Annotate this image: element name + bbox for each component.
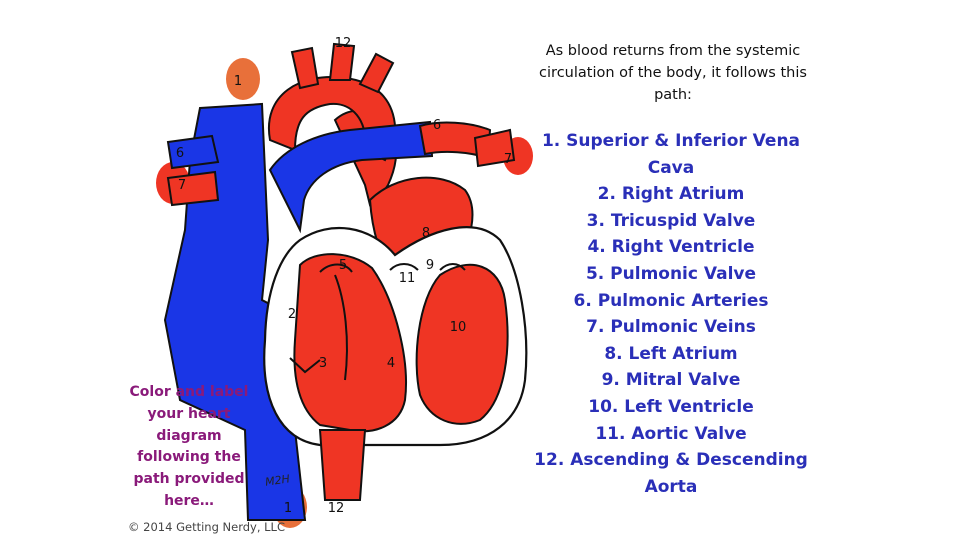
instruction-text: Color and label your heart diagram follo… bbox=[129, 384, 249, 509]
label-7-right: 7 bbox=[504, 152, 512, 167]
path-step-12: 12. Ascending & Descending Aorta bbox=[534, 450, 808, 497]
path-step-9: 9. Mitral Valve bbox=[601, 370, 741, 391]
tricuspid-valve bbox=[289, 357, 321, 374]
pulmonary-trunk bbox=[268, 120, 434, 234]
path-step-8: 8. Left Atrium bbox=[604, 343, 738, 364]
path-step-2: 2. Right Atrium bbox=[597, 184, 745, 205]
pulmonary-artery-left bbox=[166, 134, 220, 170]
path-step-5: 5. Pulmonic Valve bbox=[585, 263, 757, 284]
aorta-branch-2 bbox=[328, 42, 356, 81]
label-1-top: 1 bbox=[234, 74, 242, 89]
label-10: 10 bbox=[450, 320, 467, 335]
label-9: 9 bbox=[426, 258, 434, 273]
septum-line bbox=[334, 274, 348, 381]
left-ventricle bbox=[415, 263, 509, 425]
label-6-left: 6 bbox=[176, 146, 184, 161]
copyright-notice: © 2014 Getting Nerdy, LLC bbox=[128, 520, 285, 534]
pulmonic-valve bbox=[319, 263, 353, 273]
label-2: 2 bbox=[288, 307, 296, 322]
path-step-7: 7. Pulmonic Veins bbox=[586, 317, 756, 338]
path-step-11: 11. Aortic Valve bbox=[595, 423, 747, 444]
aortic-valve bbox=[389, 263, 419, 271]
right-ventricle bbox=[293, 253, 407, 433]
path-step-10: 10. Left Ventricle bbox=[588, 396, 754, 417]
label-6-right: 6 bbox=[433, 118, 441, 133]
mitral-valve bbox=[439, 263, 466, 271]
label-5: 5 bbox=[339, 258, 347, 273]
label-8: 8 bbox=[422, 226, 430, 241]
label-12-top: 12 bbox=[335, 36, 352, 51]
pulmonary-vein-left bbox=[166, 170, 220, 207]
path-step-4: 4. Right Ventricle bbox=[587, 237, 755, 258]
label-1-bottom: 1 bbox=[284, 501, 292, 516]
path-step-3: 3. Tricuspid Valve bbox=[586, 210, 756, 231]
label-7-left: 7 bbox=[178, 178, 186, 193]
aorta-branch-1 bbox=[290, 46, 320, 90]
label-11: 11 bbox=[399, 271, 416, 286]
path-step-6: 6. Pulmonic Arteries bbox=[573, 290, 769, 311]
badge-1-top bbox=[226, 58, 260, 100]
label-3: 3 bbox=[319, 356, 327, 371]
intro-text: As blood returns from the systemic circu… bbox=[539, 43, 807, 103]
descending-aorta-lower bbox=[318, 429, 367, 501]
artist-signature: M2H bbox=[264, 472, 290, 488]
pulmonary-vein-right bbox=[473, 128, 516, 168]
aorta-branch-3 bbox=[358, 52, 395, 94]
blood-flow-path-list: 1. Superior & Inferior Vena Cava 2. Righ… bbox=[520, 128, 822, 500]
label-12-bottom: 12 bbox=[328, 501, 345, 516]
right-atrium-vena-cava bbox=[163, 102, 307, 521]
path-step-1: 1. Superior & Inferior Vena Cava bbox=[541, 131, 801, 178]
label-4: 4 bbox=[387, 356, 395, 371]
